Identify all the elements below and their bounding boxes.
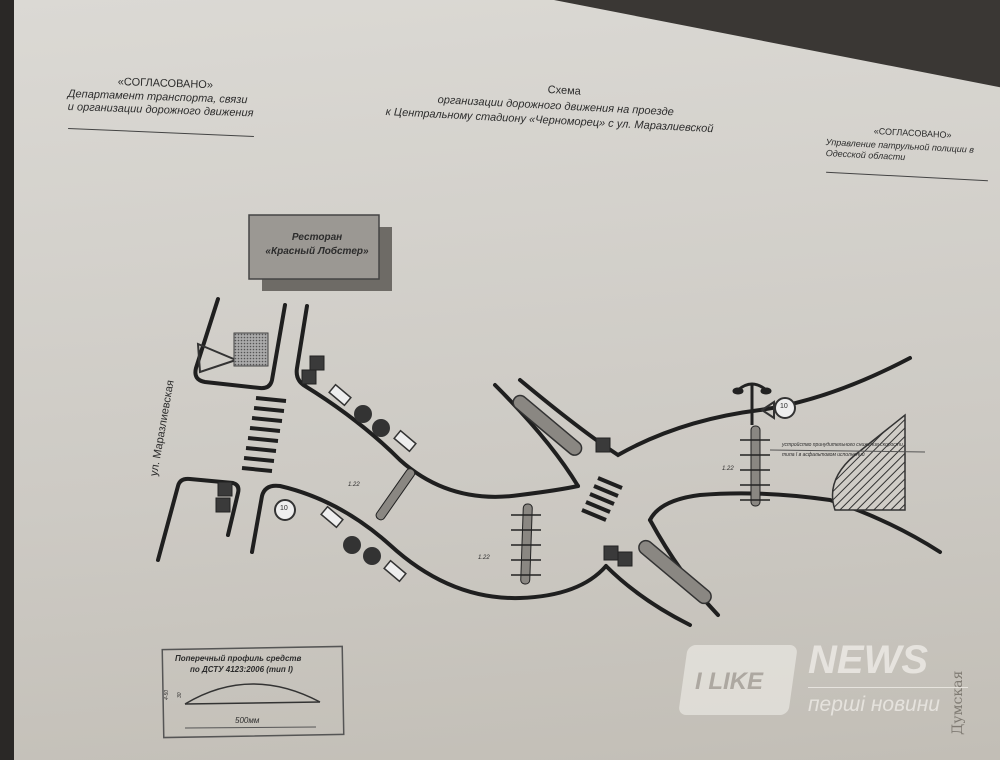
profile-height-outer: 4-50 — [164, 689, 170, 700]
road-edge-upper-right — [518, 356, 912, 458]
speed-bump-1 — [375, 468, 416, 521]
speed-bump-note-line1: устройство принудительного снижения скор… — [782, 442, 903, 448]
road-edge-lower-right — [648, 491, 942, 554]
marking-label-3: 1.22 — [722, 466, 734, 472]
dotted-island — [233, 332, 269, 367]
crosswalk-left — [241, 396, 287, 473]
restaurant-name-line2: «Красный Лобстер» — [265, 246, 369, 257]
speed-limit-sign-left — [274, 499, 296, 521]
speed-limit-value-left: 10 — [280, 505, 288, 512]
watermark-brand: NEWS — [808, 638, 928, 682]
watermark-tagline: перші новини — [808, 693, 940, 716]
road-edges — [156, 297, 942, 627]
warning-sign-icon — [603, 545, 619, 561]
restaurant-name-line1: Ресторан — [291, 232, 343, 243]
profile-height-inner: 30 — [177, 692, 183, 698]
road-edge-upper-left — [294, 304, 580, 499]
speed-limit-value-right: 10 — [780, 403, 788, 410]
profile-curve — [184, 683, 321, 705]
street-lamp-icon — [732, 382, 772, 425]
restaurant-building — [248, 214, 380, 280]
road-edge-cross-upper — [493, 383, 580, 488]
marking-label-1: 1.22 — [348, 482, 360, 488]
document-paper — [14, 0, 1000, 760]
watermark-source: Думская — [950, 670, 966, 735]
direction-signs — [320, 383, 417, 583]
warning-sign-icon — [617, 551, 633, 567]
warning-sign-icon — [301, 369, 317, 385]
profile-box — [161, 645, 345, 739]
warning-sign-icon — [309, 355, 325, 371]
warning-sign-icon — [215, 497, 231, 513]
warning-triangle-icon — [760, 400, 775, 420]
warning-signs — [215, 355, 633, 567]
traffic-light-icon — [363, 547, 381, 565]
two-way-sign-icon — [393, 429, 417, 453]
two-way-sign-icon — [320, 505, 344, 529]
profile-title-line1: Поперечный профиль средств — [175, 654, 302, 663]
road-edge-island — [193, 297, 287, 391]
road-edge-lower-island — [156, 476, 241, 562]
two-way-sign-icon — [383, 559, 407, 583]
median-lower — [638, 539, 712, 605]
warning-sign-icon — [595, 437, 611, 453]
speed-bump-2 — [520, 503, 533, 585]
warning-sign-icon — [217, 481, 233, 497]
note-leader-line — [769, 449, 926, 453]
traffic-light-icon — [343, 536, 361, 554]
two-way-sign-icon — [328, 383, 352, 407]
marking-label-2: 1.22 — [478, 555, 490, 561]
road-edge-lower-left — [250, 483, 608, 601]
speed-bump-3 — [750, 425, 761, 507]
hatched-area — [831, 413, 906, 511]
traffic-light-icon — [372, 419, 390, 437]
watermark-badge-text: I LIKE — [695, 668, 764, 695]
speed-bumps — [375, 425, 770, 585]
road-edge-cross-lower — [604, 564, 692, 627]
give-way-triangle — [196, 342, 239, 374]
watermark-divider — [808, 687, 968, 688]
crosswalk-right — [581, 476, 623, 522]
profile-title-line2: по ДСТУ 4123:2006 (тип I) — [190, 665, 293, 674]
traffic-lights — [343, 405, 390, 565]
speed-bump-note-line2: типа I в асфальтовом исполнении — [782, 452, 865, 458]
width-dimension-line — [184, 726, 317, 729]
traffic-light-icon — [354, 405, 372, 423]
profile-width: 500мм — [235, 716, 260, 725]
median-upper — [512, 394, 583, 456]
